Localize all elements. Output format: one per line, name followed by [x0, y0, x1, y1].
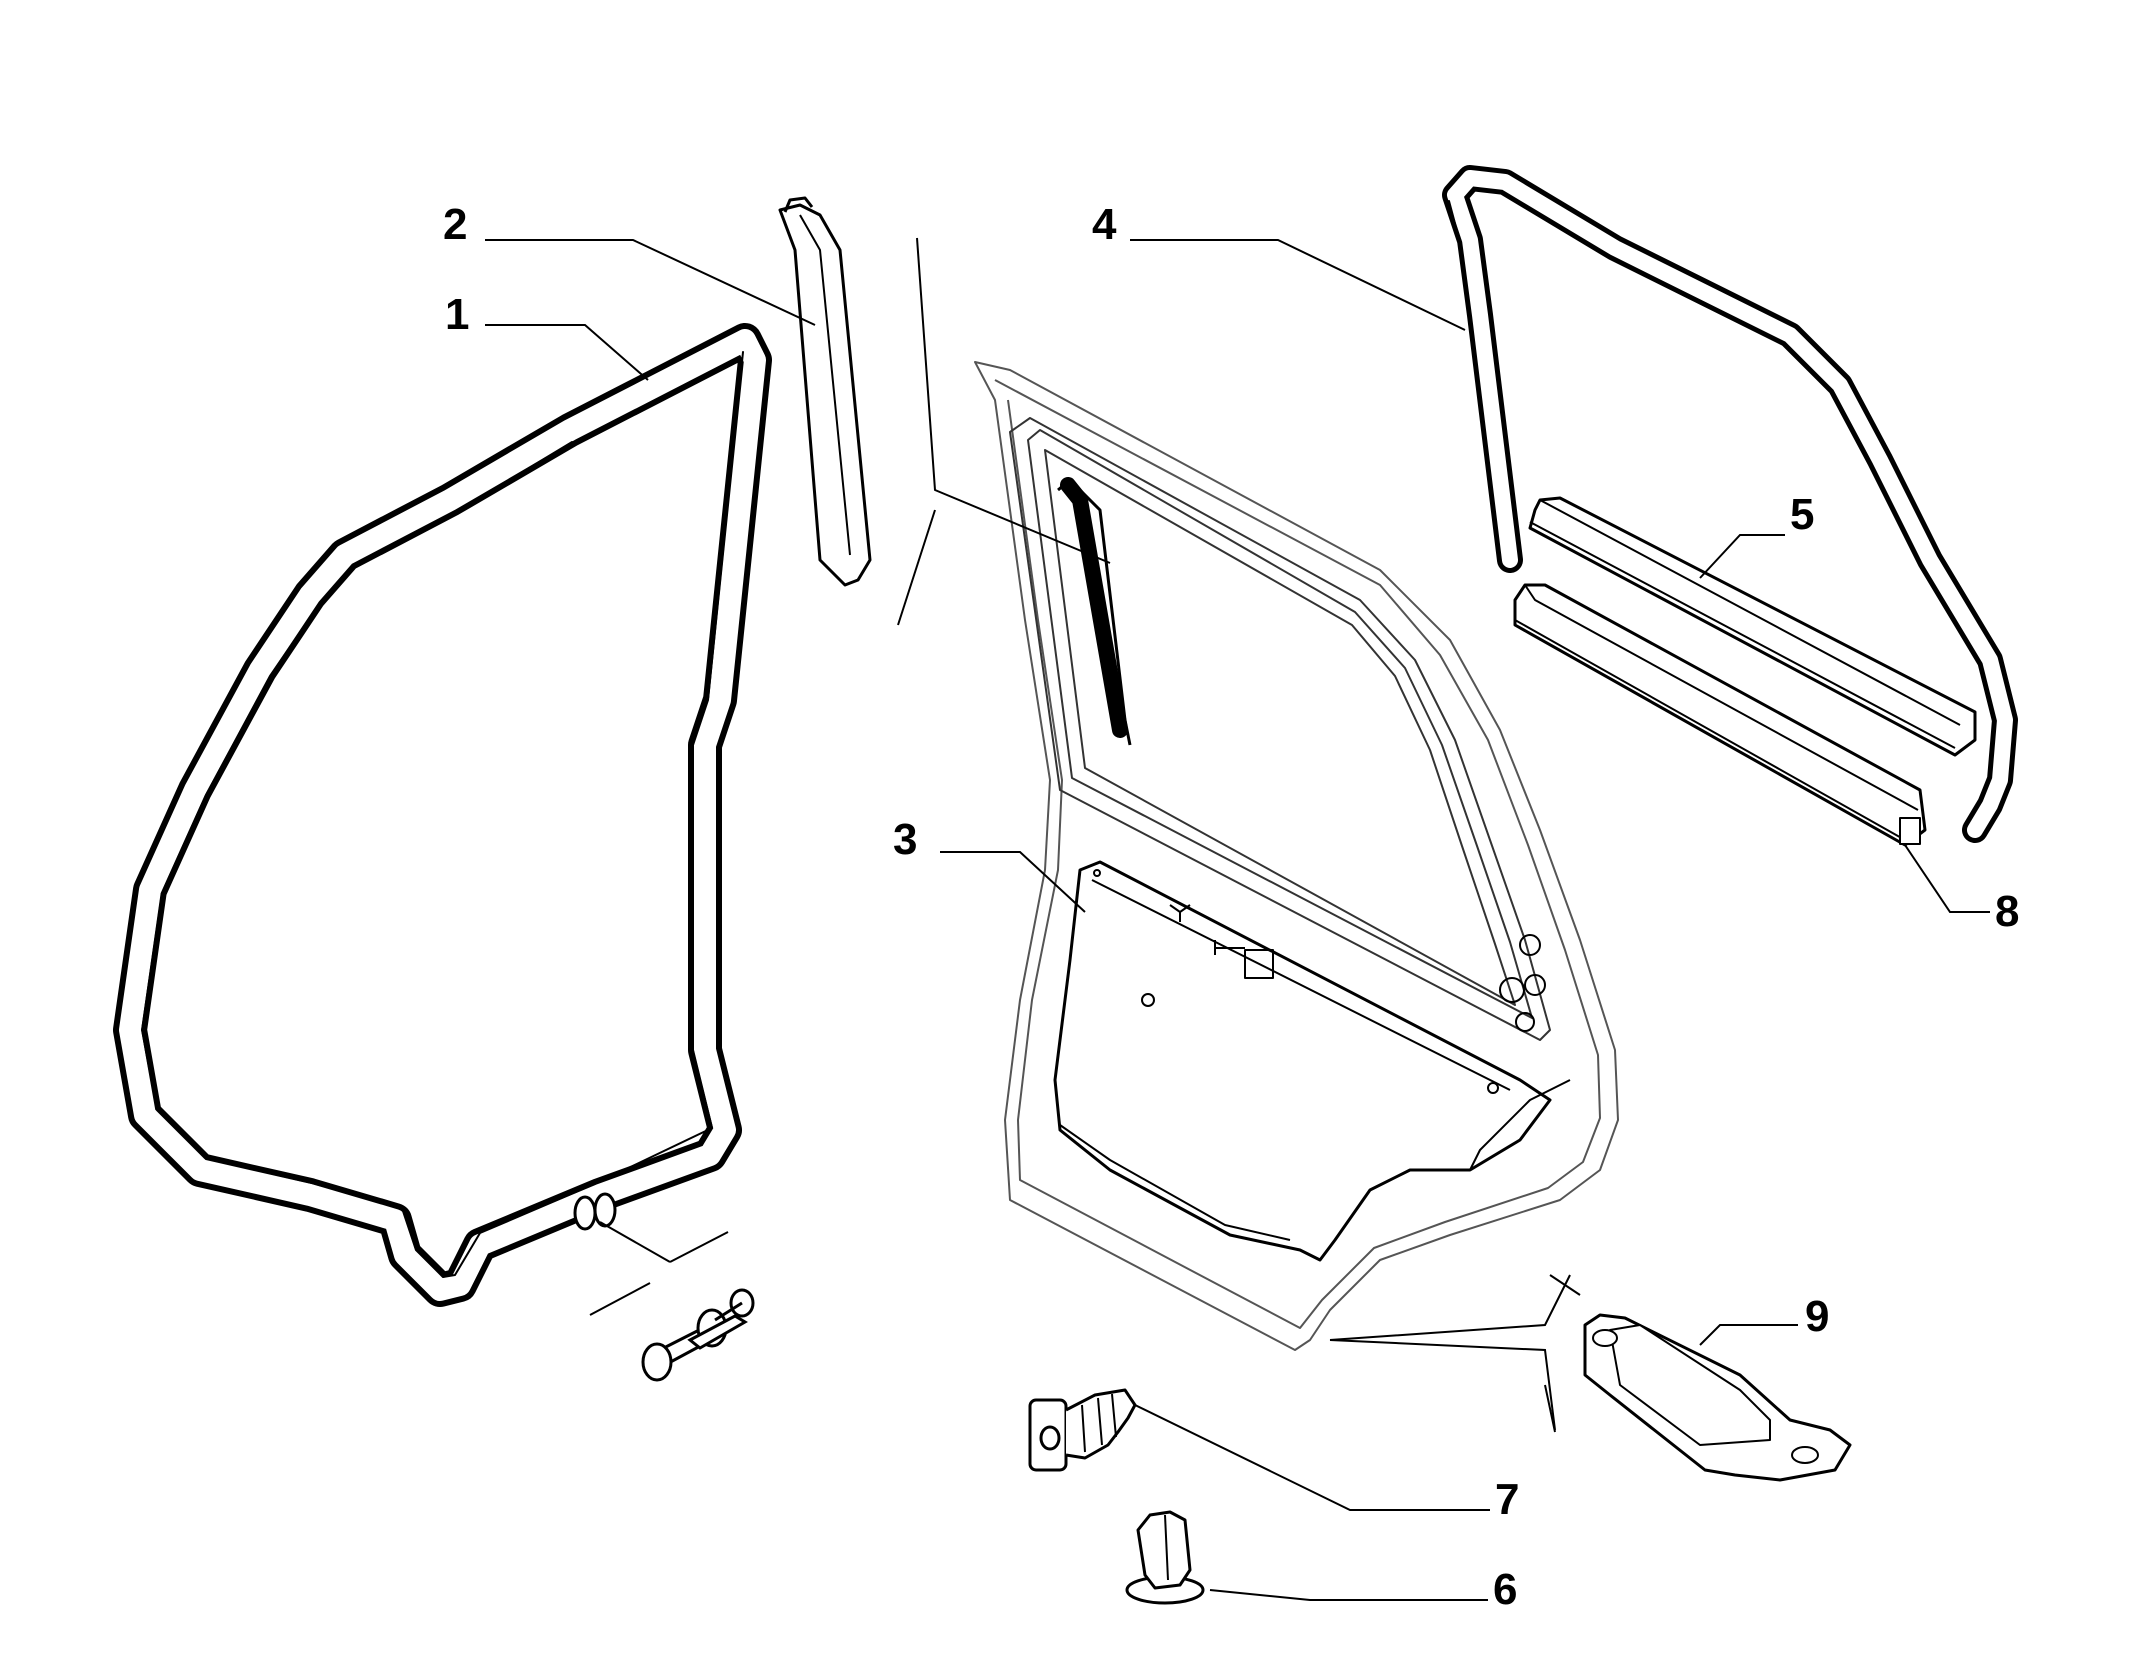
- leader-4: [1130, 239, 1466, 331]
- callout-4: 4: [1092, 200, 1117, 249]
- leader-9c: [1329, 1339, 1556, 1431]
- part-7-push-clip: [1028, 1388, 1137, 1472]
- part-6-clip: [1125, 1510, 1205, 1605]
- part-5-weatherstrip: [1528, 496, 1977, 757]
- leader-2: [485, 239, 816, 326]
- callout-7: 7: [1495, 1475, 1520, 1524]
- part-4-window-channel: [1442, 165, 2018, 843]
- leader-9: [1699, 1324, 1798, 1346]
- leader-6: [1209, 1589, 1488, 1601]
- leader-5: [1699, 534, 1785, 579]
- part-1-door-seal: [113, 323, 772, 1307]
- callout-2: 2: [443, 200, 468, 249]
- leader-3: [940, 851, 1086, 913]
- leader-7: [1134, 1404, 1490, 1511]
- part-2-channel-strip: [778, 196, 872, 587]
- part-8-weatherstrip: [1513, 583, 1927, 847]
- callout-8: 8: [1995, 887, 2020, 936]
- pin-fastener-icon: [589, 1221, 755, 1382]
- leader-8: [1904, 844, 1990, 913]
- callout-5: 5: [1790, 490, 1815, 539]
- callout-3: 3: [893, 815, 918, 864]
- leader-1: [485, 324, 649, 381]
- callout-6: 6: [1493, 1565, 1518, 1614]
- callout-9: 9: [1805, 1292, 1830, 1341]
- leader-lines: [485, 239, 1990, 1601]
- leader-9b: [1329, 1274, 1571, 1341]
- part-9-bracket: [1544, 1274, 1852, 1482]
- part-3-door-panel: [897, 237, 1619, 1351]
- callout-1: 1: [445, 290, 470, 339]
